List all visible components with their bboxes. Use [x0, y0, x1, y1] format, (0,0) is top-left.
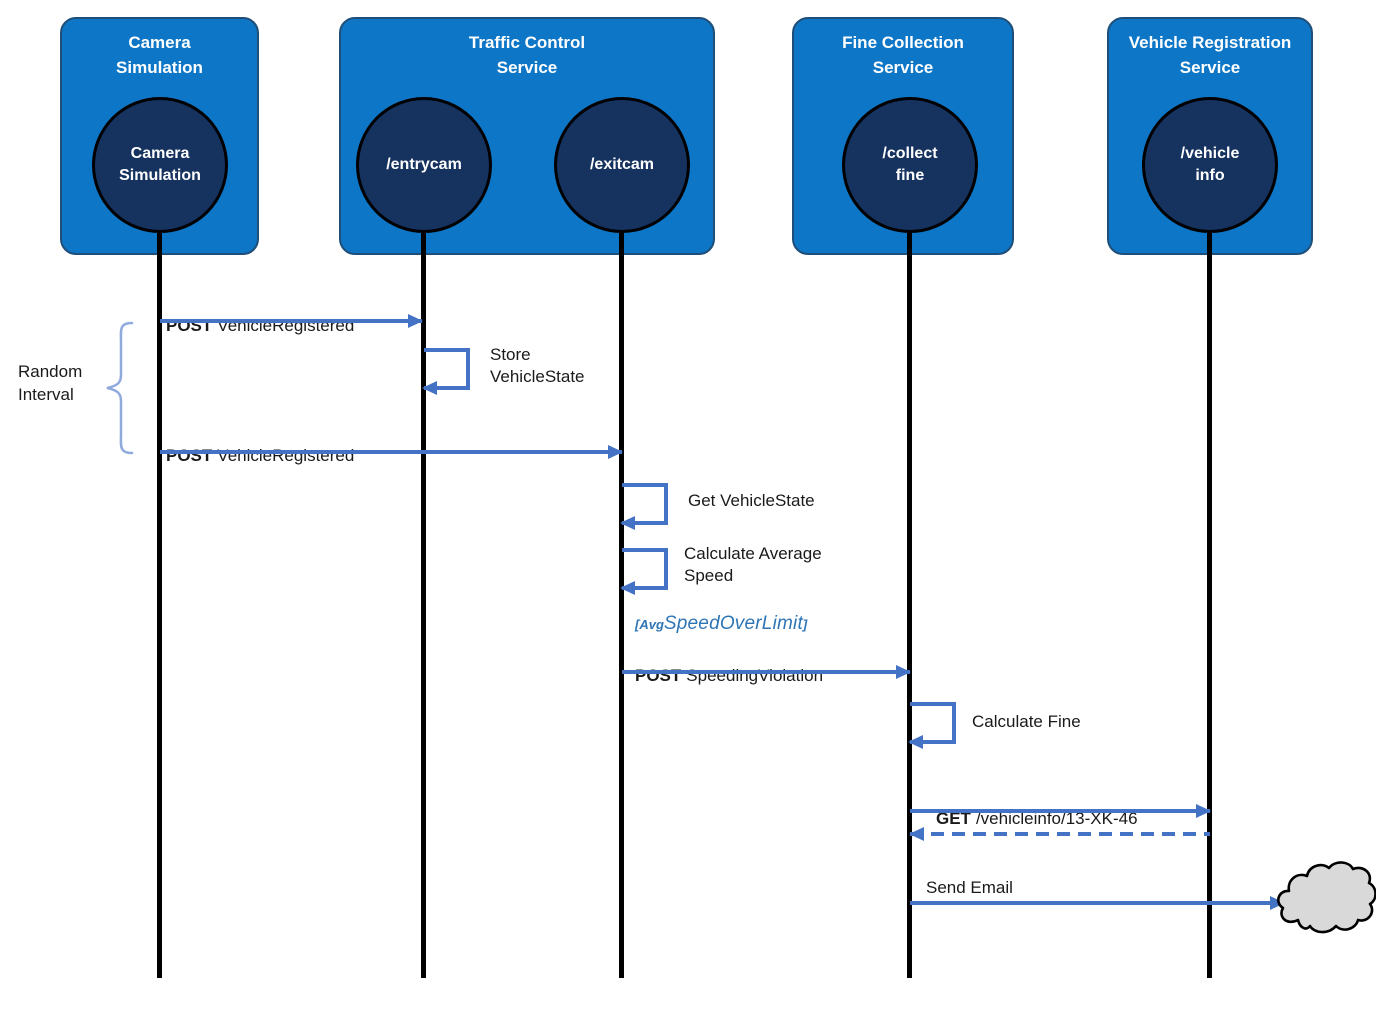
lifeline-exitcam: [619, 231, 624, 978]
message-arrow-post-speeding-violation: [622, 670, 910, 674]
message-text: SpeedingViolation: [686, 666, 824, 685]
service-title: Camera Simulation: [116, 33, 203, 77]
endpoint-circle-collectfine: /collect fine: [842, 97, 978, 233]
service-title: Traffic Control Service: [468, 33, 586, 77]
guard-prefix: [Avg: [635, 617, 664, 632]
message-text: VehicleRegistered: [217, 446, 355, 465]
message-text: /vehicleinfo/13-XK-46: [975, 809, 1138, 828]
interval-brace: [102, 320, 136, 461]
message-label-store-vehicle-state: Store VehicleState: [490, 345, 585, 386]
lifeline-entrycam: [421, 231, 426, 978]
message-arrow-post-vehicle-registered-exit: [160, 450, 622, 454]
message-arrow-get-vehicle-info: [910, 809, 1210, 813]
http-verb: POST: [635, 666, 682, 685]
http-verb: POST: [166, 446, 213, 465]
service-title: Vehicle Registration Service: [1128, 33, 1292, 77]
curly-brace-icon: [106, 321, 134, 455]
self-call-store-vehicle-state: [422, 348, 470, 395]
self-call-get-vehicle-state: [620, 483, 668, 530]
guard-suffix: ]: [802, 617, 808, 632]
email-cloud: [1276, 858, 1377, 945]
message-label-get-vehicle-state: Get VehicleState: [688, 491, 815, 510]
cloud-icon: [1277, 861, 1377, 934]
message-label-calculate-average-speed: Calculate Average Speed: [684, 544, 822, 585]
service-title: Fine Collection Service: [842, 33, 964, 77]
message-label-calculate-fine: Calculate Fine: [972, 712, 1081, 731]
lifeline-camera-simulation: [157, 231, 162, 978]
lifeline-collectfine: [907, 231, 912, 978]
endpoint-circle-exitcam: /exitcam: [554, 97, 690, 233]
endpoint-circle-entrycam: /entrycam: [356, 97, 492, 233]
message-label-send-email: Send Email: [926, 878, 1013, 897]
message-arrow-send-email: [910, 901, 1284, 905]
self-call-calculate-fine: [908, 702, 956, 749]
endpoint-circle-camera-simulation: Camera Simulation: [92, 97, 228, 233]
random-interval-label: Random Interval: [18, 362, 83, 404]
endpoint-circle-vehicleinfo: /vehicle info: [1142, 97, 1278, 233]
message-label-get-vehicle-info: GET/vehicleinfo/13-XK-46: [936, 786, 1138, 830]
message-arrow-post-vehicle-registered-entry: [160, 319, 422, 323]
self-call-calculate-average-speed: [620, 548, 668, 595]
message-arrow-vehicle-info-response: [910, 832, 1210, 836]
guard-main: SpeedOverLimit: [663, 613, 803, 634]
lifeline-vehicleinfo: [1207, 231, 1212, 978]
http-verb: GET: [936, 809, 971, 828]
